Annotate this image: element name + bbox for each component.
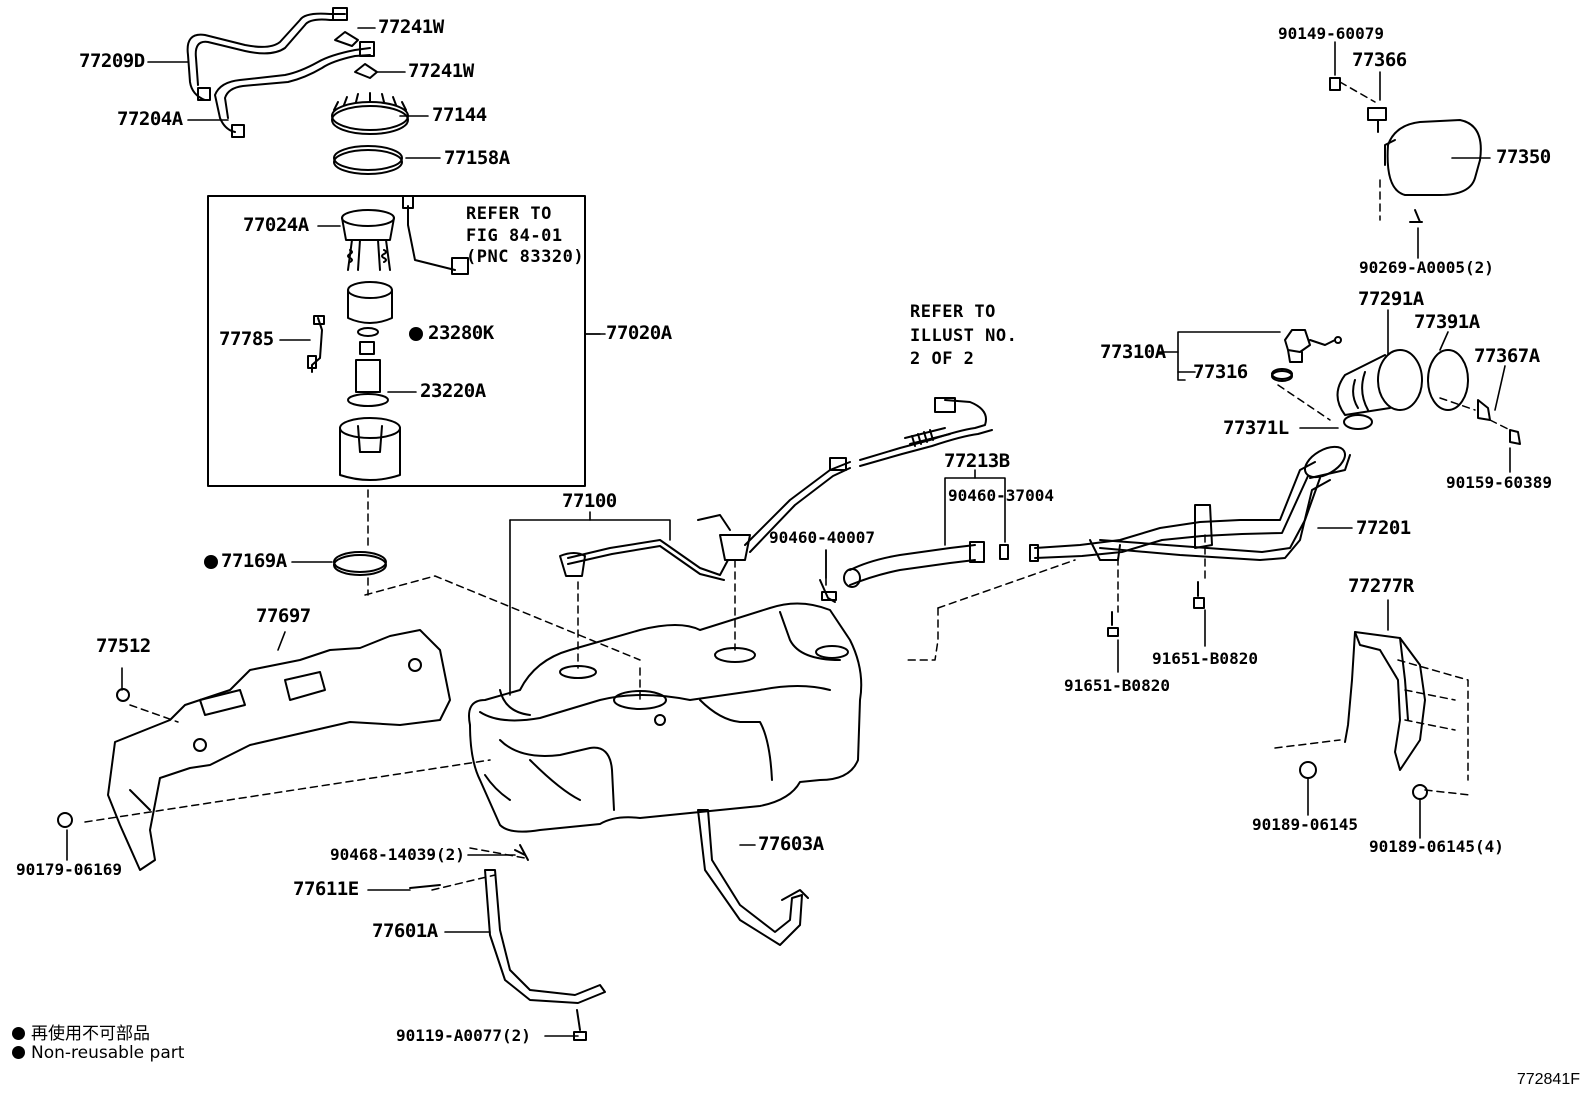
strap-77601A: [484, 869, 606, 1041]
filler-hose-77213B: [819, 541, 1009, 603]
label-90189-06145: 90189-06145: [1252, 815, 1358, 834]
label-90460-37004: 90460-37004: [948, 486, 1054, 505]
clip-77241W: [334, 31, 378, 79]
label-90269-A0005: 90269-A0005(2): [1359, 258, 1494, 277]
filler-inlet-77291A: [1336, 349, 1521, 445]
label-77601A: 77601A: [372, 920, 438, 942]
leader-lines-right: [66, 41, 1511, 1037]
label-77391A: 77391A: [1414, 311, 1480, 333]
label-77158A: 77158A: [444, 147, 510, 169]
bracket-77100: [509, 511, 671, 696]
label-77144: 77144: [432, 104, 487, 126]
legend-japanese: 再使用不可部品: [12, 1019, 150, 1044]
bullet-dot-icon: [12, 1046, 25, 1059]
refer-fig-line2: FIG 84-01: [466, 226, 563, 246]
insulator-77697: [57, 629, 451, 871]
label-77350: 77350: [1496, 146, 1551, 168]
label-90159-60389: 90159-60389: [1446, 473, 1552, 492]
fuel-cap-77310A: [1271, 329, 1342, 382]
refer-fig-line3: (PNC 83320): [466, 247, 585, 267]
label-77204A: 77204A: [117, 108, 183, 130]
label-90179-06169: 90179-06169: [16, 860, 122, 879]
bullet-dots: [204, 327, 423, 569]
diagram-id: 772841F: [1516, 1071, 1580, 1088]
label-77785: 77785: [219, 328, 274, 350]
bolt-91651-B0820: [1107, 581, 1205, 637]
gasket-77158A: [333, 145, 403, 175]
label-77611E: 77611E: [293, 878, 359, 900]
label-91651-B0820-a: 91651-B0820: [1064, 676, 1170, 695]
refer-fig-line1: REFER TO: [466, 204, 552, 224]
label-77603A: 77603A: [758, 833, 824, 855]
label-90189-06145-4: 90189-06145(4): [1369, 837, 1504, 856]
label-77366: 77366: [1352, 49, 1407, 71]
label-77310A: 77310A: [1100, 341, 1166, 363]
label-90460-40007: 90460-40007: [769, 528, 875, 547]
label-77169A: 77169A: [221, 550, 287, 572]
refer-ill-line1: REFER TO: [910, 302, 996, 322]
label-77020A: 77020A: [606, 322, 672, 344]
legend-line2: Non-reusable part: [31, 1043, 185, 1063]
label-91651-B0820-b: 91651-B0820: [1152, 649, 1258, 668]
refer-ill-line2: ILLUST NO.: [910, 326, 1018, 346]
label-77367A: 77367A: [1474, 345, 1540, 367]
label-77213B: 77213B: [944, 450, 1010, 472]
bullet-dot-icon: [12, 1027, 25, 1040]
refer-ill-line3: 2 OF 2: [910, 349, 975, 369]
vapor-hose: [859, 397, 993, 467]
label-23280K: 23280K: [428, 322, 494, 344]
filler-pipe-77201: [1029, 445, 1351, 562]
label-77512: 77512: [96, 635, 151, 657]
label-77241W-1: 77241W: [378, 16, 444, 38]
fuel-line-77204A: [214, 41, 375, 138]
label-77241W-2: 77241W: [408, 60, 474, 82]
leader-lines: [147, 27, 601, 563]
label-77100: 77100: [562, 490, 617, 512]
label-77291A: 77291A: [1358, 288, 1424, 310]
label-77697: 77697: [256, 605, 311, 627]
fuel-tank-77100: [468, 602, 863, 833]
protector-77277R: [1299, 631, 1428, 800]
legend-english: Non-reusable part: [12, 1043, 184, 1063]
lock-ring-77144: [331, 92, 409, 135]
label-23220A: 23220A: [420, 380, 486, 402]
label-90119-A0077: 90119-A0077(2): [396, 1026, 531, 1045]
strap-77603A: [409, 809, 809, 946]
legend-line1: 再使用不可部品: [31, 1024, 150, 1044]
label-77201: 77201: [1356, 517, 1411, 539]
label-77024A: 77024A: [243, 214, 309, 236]
label-77371L: 77371L: [1223, 417, 1289, 439]
label-90468-14039: 90468-14039(2): [330, 845, 465, 864]
vent-line: [559, 457, 851, 581]
fuel-line-77209D: [186, 7, 348, 101]
label-77316: 77316: [1193, 361, 1248, 383]
fuel-door-77350: [1329, 77, 1482, 223]
label-77277R: 77277R: [1348, 575, 1414, 597]
label-77209D: 77209D: [79, 50, 145, 72]
gasket-77169A: [333, 551, 387, 576]
pump-assembly-box-77020A: [207, 195, 586, 487]
label-90149-60079: 90149-60079: [1278, 24, 1384, 43]
